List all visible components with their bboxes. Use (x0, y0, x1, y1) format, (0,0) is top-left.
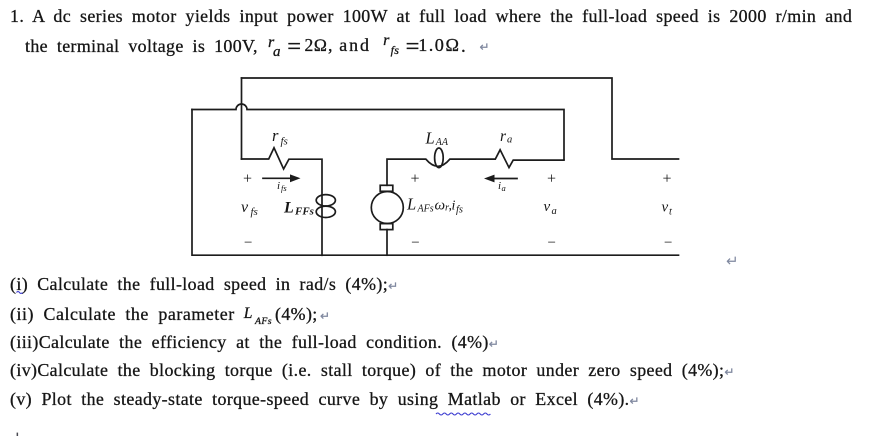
svg-text:r: r (500, 128, 507, 145)
svg-text:fs: fs (251, 206, 258, 218)
svg-text:i: i (498, 180, 501, 192)
svg-text:i: i (277, 180, 280, 192)
svg-text:L: L (283, 200, 294, 217)
svg-text:−: − (411, 235, 419, 251)
svg-text:t: t (669, 206, 673, 217)
svg-text:v: v (662, 199, 669, 215)
svg-text:,: , (449, 199, 453, 214)
svg-text:a: a (507, 134, 512, 145)
svg-text:L: L (425, 129, 435, 148)
svg-text:v: v (241, 199, 249, 216)
svg-text:FFs: FFs (294, 206, 314, 218)
svg-text:fs: fs (281, 136, 288, 148)
svg-text:AA: AA (435, 137, 449, 148)
svg-text:−: − (244, 235, 252, 251)
svg-text:i: i (452, 199, 456, 214)
svg-text:+: + (663, 171, 672, 188)
svg-text:↵: ↵ (726, 254, 739, 270)
svg-text:+: + (411, 171, 420, 188)
svg-text:ω: ω (435, 198, 446, 214)
svg-text:r: r (445, 203, 450, 214)
svg-text:+: + (547, 171, 556, 188)
svg-text:fs: fs (456, 204, 463, 215)
svg-text:a: a (552, 206, 557, 217)
svg-text:AFs: AFs (417, 204, 434, 215)
svg-text:L: L (406, 195, 416, 214)
svg-text:+: + (243, 171, 252, 188)
svg-text:r: r (272, 126, 279, 145)
svg-text:fs: fs (281, 183, 287, 193)
svg-text:v: v (544, 199, 551, 215)
svg-text:a: a (502, 183, 506, 193)
svg-text:−: − (664, 235, 672, 251)
svg-text:−: − (548, 235, 556, 251)
